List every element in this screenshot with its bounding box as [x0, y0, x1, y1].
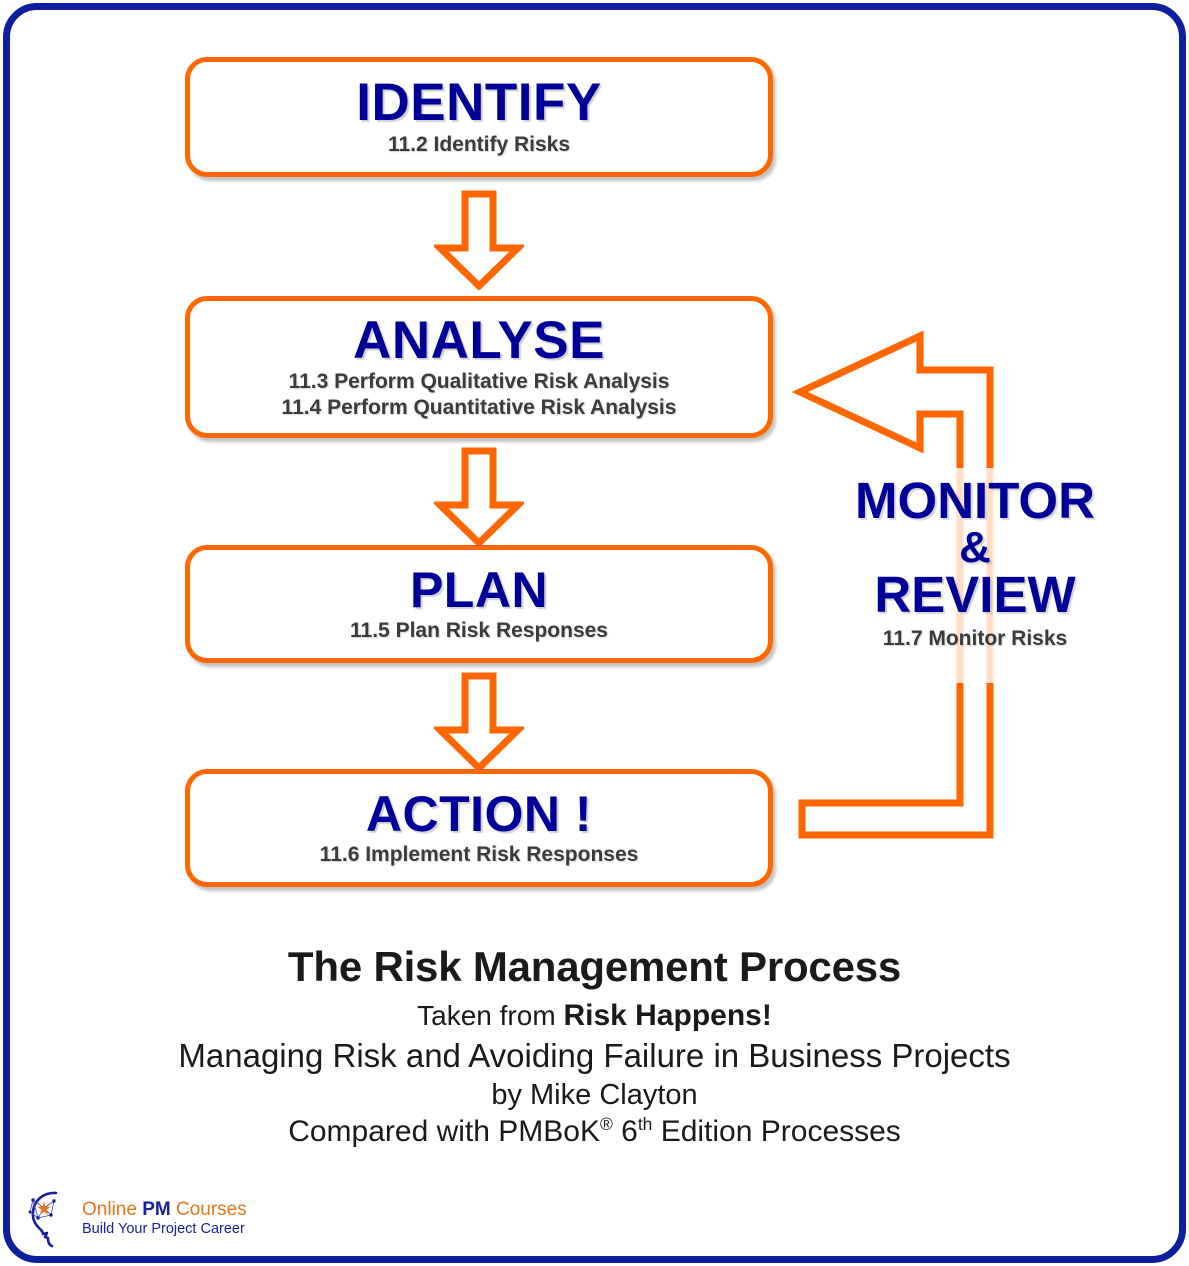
caption-block: The Risk Management Process Taken from R…	[0, 942, 1189, 1149]
caption-title: The Risk Management Process	[287, 943, 902, 990]
caption-book-subtitle: Managing Risk and Avoiding Failure in Bu…	[178, 1036, 1011, 1074]
monitor-review-line-1: MONITOR	[855, 472, 1095, 529]
process-title-analyse: ANALYSE	[353, 310, 605, 370]
caption-compared-prefix: Compared with PMBoK	[288, 1115, 600, 1149]
process-box-analyse[interactable]: ANALYSE 11.3 Perform Qualitative Risk An…	[185, 296, 773, 438]
feedback-arrow-path	[791, 330, 994, 839]
process-box-identify[interactable]: IDENTIFY 11.2 Identify Risks	[185, 57, 773, 177]
monitor-review-label: MONITOR & REVIEW 11.7 Monitor Risks	[800, 472, 1150, 651]
process-subtitle-analyse-quantitative: 11.4 Perform Quantitative Risk Analysis	[281, 395, 677, 419]
logo-brand-online: Online	[82, 1199, 143, 1221]
caption-edition-ordinal: th	[637, 1114, 653, 1135]
arrow-down-analyse-to-plan	[434, 447, 524, 547]
process-box-plan[interactable]: PLAN 11.5 Plan Risk Responses	[185, 545, 773, 663]
logo-tagline: Build Your Project Career	[82, 1220, 245, 1237]
logo-brand-pm: PM	[142, 1199, 171, 1221]
process-title-plan: PLAN	[409, 561, 549, 618]
process-box-action[interactable]: ACTION ! 11.6 Implement Risk Responses	[185, 769, 773, 887]
monitor-review-feedback-arrow	[791, 330, 994, 839]
logo-text-block: Online PM Courses Build Your Project Car…	[82, 1200, 247, 1237]
registered-trademark-icon: ®	[599, 1114, 613, 1135]
star-icon	[37, 1201, 51, 1215]
arrow-down-plan-to-action	[434, 672, 524, 772]
process-subtitle-analyse-qualitative: 11.3 Perform Qualitative Risk Analysis	[288, 369, 670, 393]
caption-edition-number: 6	[612, 1115, 638, 1149]
process-subtitle-action: 11.6 Implement Risk Responses	[319, 842, 639, 866]
monitor-review-subtitle: 11.7 Monitor Risks	[882, 626, 1068, 650]
caption-compared-suffix: Edition Processes	[652, 1115, 901, 1149]
process-subtitle-identify: 11.2 Identify Risks	[387, 133, 571, 157]
caption-compared-with: Compared with PMBoK® 6th Edition Process…	[0, 1114, 1189, 1149]
caption-taken-from-prefix: Taken from	[417, 999, 564, 1031]
monitor-review-line-2: REVIEW	[874, 565, 1076, 623]
online-pm-courses-logo[interactable]: Online PM Courses Build Your Project Car…	[24, 1185, 254, 1253]
caption-taken-from: Taken from Risk Happens!	[0, 998, 1189, 1033]
process-title-action: ACTION !	[365, 785, 593, 842]
logo-brand-name: Online PM Courses	[82, 1200, 247, 1221]
monitor-review-ampersand: &	[959, 522, 991, 572]
caption-author: by Mike Clayton	[491, 1078, 698, 1111]
caption-book-title: Risk Happens!	[563, 998, 772, 1032]
logo-brand-courses: Courses	[170, 1199, 247, 1221]
head-network-icon	[28, 1191, 58, 1248]
process-title-identify: IDENTIFY	[356, 73, 602, 133]
process-subtitle-plan: 11.5 Plan Risk Responses	[350, 618, 608, 642]
arrow-down-identify-to-analyse	[434, 190, 524, 290]
